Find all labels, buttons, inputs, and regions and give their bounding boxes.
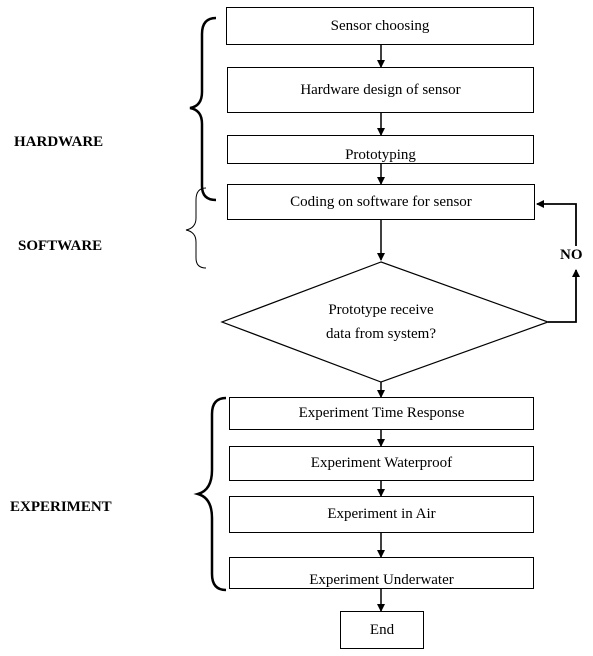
- section-label-experiment: EXPERIMENT: [10, 499, 112, 515]
- software-brace: [185, 187, 207, 269]
- step-experiment-in-air: Experiment in Air: [229, 496, 534, 533]
- no-loop-arrow: [548, 269, 580, 323]
- section-label-software: SOFTWARE: [18, 238, 103, 254]
- step-experiment-underwater: Experiment Underwater: [229, 557, 534, 589]
- decision-text: Prototype receive data from system?: [285, 298, 477, 346]
- step-experiment-time-response: Experiment Time Response: [229, 397, 534, 430]
- no-label: NO: [560, 247, 583, 263]
- no-loop-return-arrow: [536, 200, 577, 246]
- step-coding: Coding on software for sensor: [227, 184, 535, 220]
- step-experiment-waterproof: Experiment Waterproof: [229, 446, 534, 481]
- step-prototyping: Prototyping: [227, 135, 534, 164]
- decision-text-line2: data from system?: [326, 326, 436, 342]
- step-end: End: [340, 611, 424, 649]
- section-label-hardware: HARDWARE: [14, 134, 104, 150]
- step-sensor-choosing: Sensor choosing: [226, 7, 534, 45]
- hardware-brace: [189, 16, 217, 202]
- decision-diamond: [220, 261, 550, 383]
- experiment-brace: [193, 396, 227, 592]
- decision-text-line1: Prototype receive: [328, 302, 434, 318]
- step-hardware-design: Hardware design of sensor: [227, 67, 534, 113]
